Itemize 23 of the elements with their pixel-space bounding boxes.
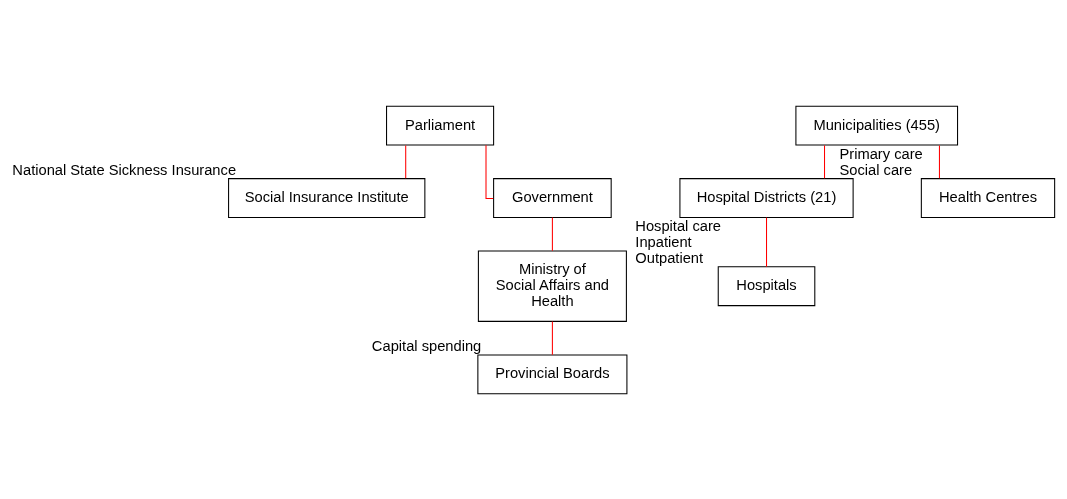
node-box: Parliament	[386, 105, 495, 146]
node-box: Provincial Boards	[477, 353, 628, 394]
node-box: Municipalities (455)	[795, 105, 959, 146]
connector	[551, 320, 553, 355]
node-label: Outpatient	[635, 249, 704, 266]
node-box: Government	[493, 177, 612, 218]
connector	[485, 144, 494, 199]
connector	[766, 216, 768, 267]
node-label: Social care	[839, 161, 913, 178]
node-label: Primary care	[839, 145, 923, 162]
node-box: Ministry of Social Affairs and Health	[477, 250, 627, 322]
node-box: Social Insurance Institute	[228, 177, 426, 218]
connector	[405, 144, 407, 179]
node-label: Hospital care	[635, 217, 722, 234]
connector	[824, 144, 826, 179]
node-box: Hospitals	[717, 265, 816, 306]
connector	[551, 216, 553, 251]
connector	[938, 144, 940, 179]
node-label: Inpatient	[635, 233, 692, 250]
node-box: Hospital Districts (21)	[679, 177, 854, 218]
node-box: Health Centres	[920, 177, 1056, 218]
node-label: Capital spending	[371, 337, 482, 354]
node-label: National State Sickness Insurance	[12, 161, 237, 178]
